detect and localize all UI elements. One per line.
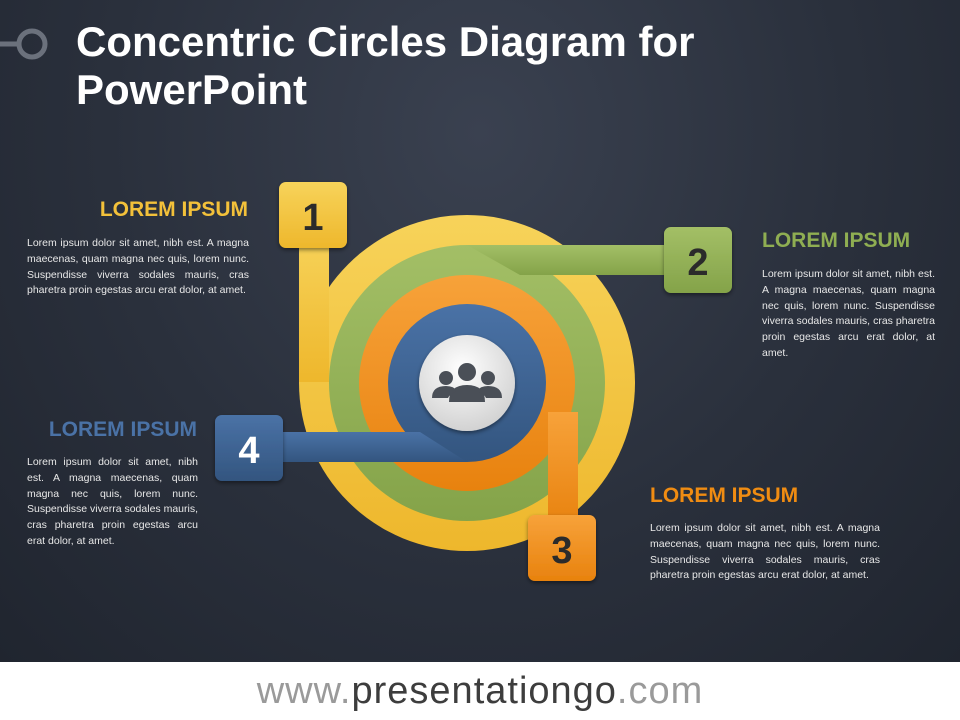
title-line-2: PowerPoint [76,66,308,113]
concentric-circles-diagram: 1 2 3 4 [215,182,732,581]
item-1-text: Lorem ipsum dolor sit amet, nibh est. A … [27,237,249,297]
badge-2 [664,227,732,293]
item-2-text: Lorem ipsum dolor sit amet, nibh est. A … [762,268,935,359]
badge-3-number: 3 [551,530,572,572]
connector-1 [299,232,329,382]
footer-url-name: presentationgo [351,670,617,712]
item-3-heading: LOREM IPSUM [650,484,799,507]
footer-url-prefix: www. [256,670,352,712]
footer: www.presentationgo.com [0,662,960,720]
title-line-1: Concentric Circles Diagram for [76,18,695,65]
item-3-text: Lorem ipsum dolor sit amet, nibh est. A … [650,522,880,582]
badge-4 [215,415,283,481]
item-4-heading: LOREM IPSUM [48,418,197,441]
item-1-heading: LOREM IPSUM [99,198,248,221]
logo-ring-icon [0,28,48,60]
connector-4 [270,432,467,462]
center-disk [419,335,515,431]
badge-1 [279,182,347,248]
connector-2 [467,245,670,275]
badge-2-number: 2 [687,242,708,284]
footer-url-suffix: .com [616,670,704,712]
badge-4-number: 4 [238,430,259,472]
slide-canvas: Concentric Circles Diagram for PowerPoin… [0,0,960,662]
item-2-heading: LOREM IPSUM [762,229,911,252]
item-4-text: Lorem ipsum dolor sit amet, nibh est. A … [27,456,198,547]
badge-3 [528,515,596,581]
connector-3 [548,412,578,527]
people-group-icon [432,363,502,402]
badge-1-number: 1 [302,197,323,239]
footer-url: www.presentationgo.com [257,670,704,713]
page-title: Concentric Circles Diagram for PowerPoin… [76,18,936,114]
